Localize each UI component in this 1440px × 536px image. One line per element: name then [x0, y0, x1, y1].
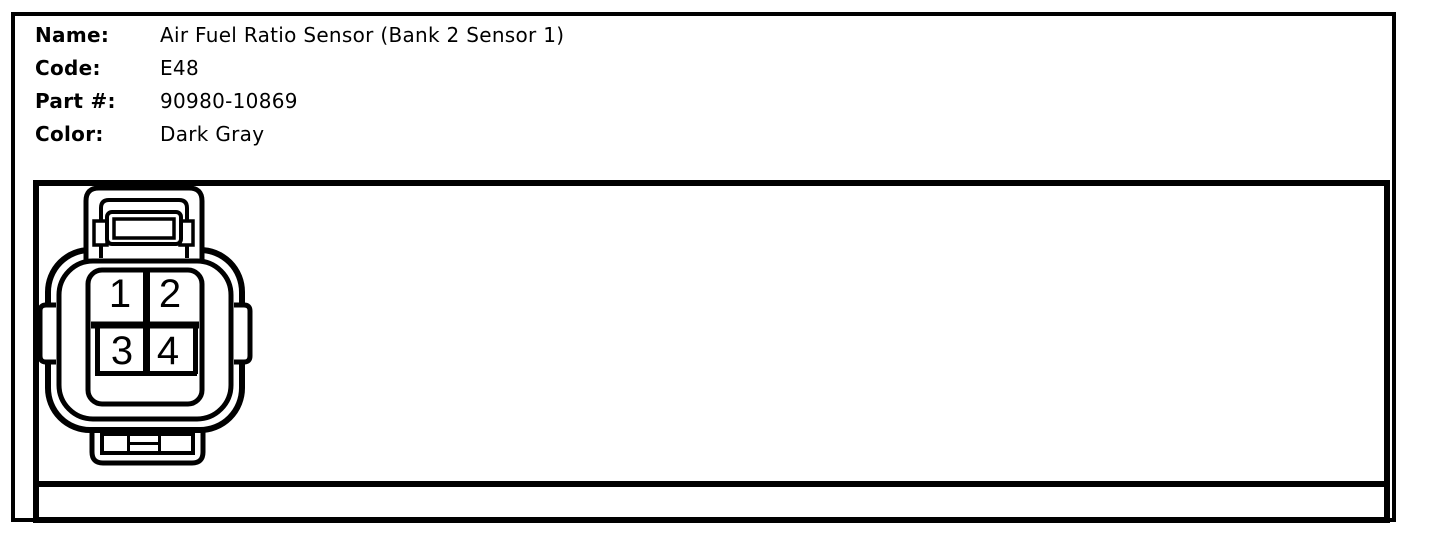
pin-3-label: 3 — [111, 329, 133, 373]
connector-diagram: 1 2 3 4 — [37, 185, 253, 466]
pin-4-label: 4 — [157, 329, 179, 373]
top-tab-slot-inner — [112, 217, 176, 240]
pin-grid-dividers — [91, 272, 199, 376]
code-label: Code: — [35, 56, 101, 80]
code-value: E48 — [160, 56, 199, 80]
pin-2-label: 2 — [159, 272, 181, 316]
top-tab-inner-outline — [99, 198, 189, 258]
part-number-value: 90980-10869 — [160, 89, 298, 113]
bottom-tab-inner-dividers — [127, 434, 161, 453]
name-label: Name: — [35, 23, 110, 47]
part-number-label: Part #: — [35, 89, 116, 113]
connector-body-inner — [56, 258, 234, 422]
color-label: Color: — [35, 122, 104, 146]
empty-footer-row — [33, 481, 1390, 523]
connector-diagram-box — [33, 180, 1390, 487]
side-wing-left — [37, 302, 56, 365]
color-value: Dark Gray — [160, 122, 265, 146]
field-row-name: Name: Air Fuel Ratio Sensor (Bank 2 Sens… — [35, 22, 564, 48]
field-row-code: Code: E48 — [35, 55, 199, 81]
pin-1-label: 1 — [109, 272, 131, 316]
pin-grid-lower-cells — [95, 325, 198, 376]
field-row-color: Color: Dark Gray — [35, 121, 264, 147]
side-wing-right — [234, 302, 253, 365]
name-value: Air Fuel Ratio Sensor (Bank 2 Sensor 1) — [160, 23, 565, 47]
field-row-part-number: Part #: 90980-10869 — [35, 88, 298, 114]
